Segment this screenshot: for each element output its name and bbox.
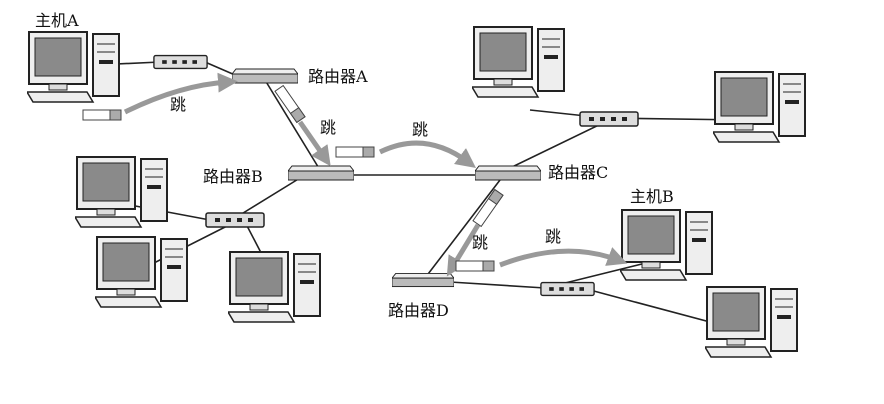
label-hop: 跳 <box>170 95 186 114</box>
hub <box>540 281 595 297</box>
hub <box>153 54 208 70</box>
label-router-a: 路由器A <box>308 67 368 86</box>
label-host-a: 主机A <box>35 11 79 30</box>
hop-arrows <box>123 72 628 277</box>
label-router-c: 路由器C <box>548 163 608 182</box>
router-b <box>288 165 354 181</box>
packet <box>455 260 495 272</box>
router-c <box>475 165 541 181</box>
label-hop: 跳 <box>545 227 561 246</box>
label-router-b: 路由器B <box>203 167 263 186</box>
computer <box>472 26 565 98</box>
label-host-b: 主机B <box>630 187 674 206</box>
hub <box>579 111 639 127</box>
computer-host-a <box>27 31 120 103</box>
computer-host-b <box>620 209 713 281</box>
computer <box>228 251 321 323</box>
computer <box>75 156 168 228</box>
label-hop: 跳 <box>320 118 336 137</box>
hub <box>205 212 265 228</box>
packet <box>82 109 122 121</box>
packet <box>335 146 375 158</box>
label-hop: 跳 <box>472 233 488 252</box>
router-d <box>392 272 454 288</box>
label-router-d: 路由器D <box>388 301 449 320</box>
label-hop: 跳 <box>412 120 428 139</box>
computer <box>95 236 188 308</box>
computer <box>705 286 798 358</box>
router-a <box>232 68 298 84</box>
computer <box>713 71 806 143</box>
